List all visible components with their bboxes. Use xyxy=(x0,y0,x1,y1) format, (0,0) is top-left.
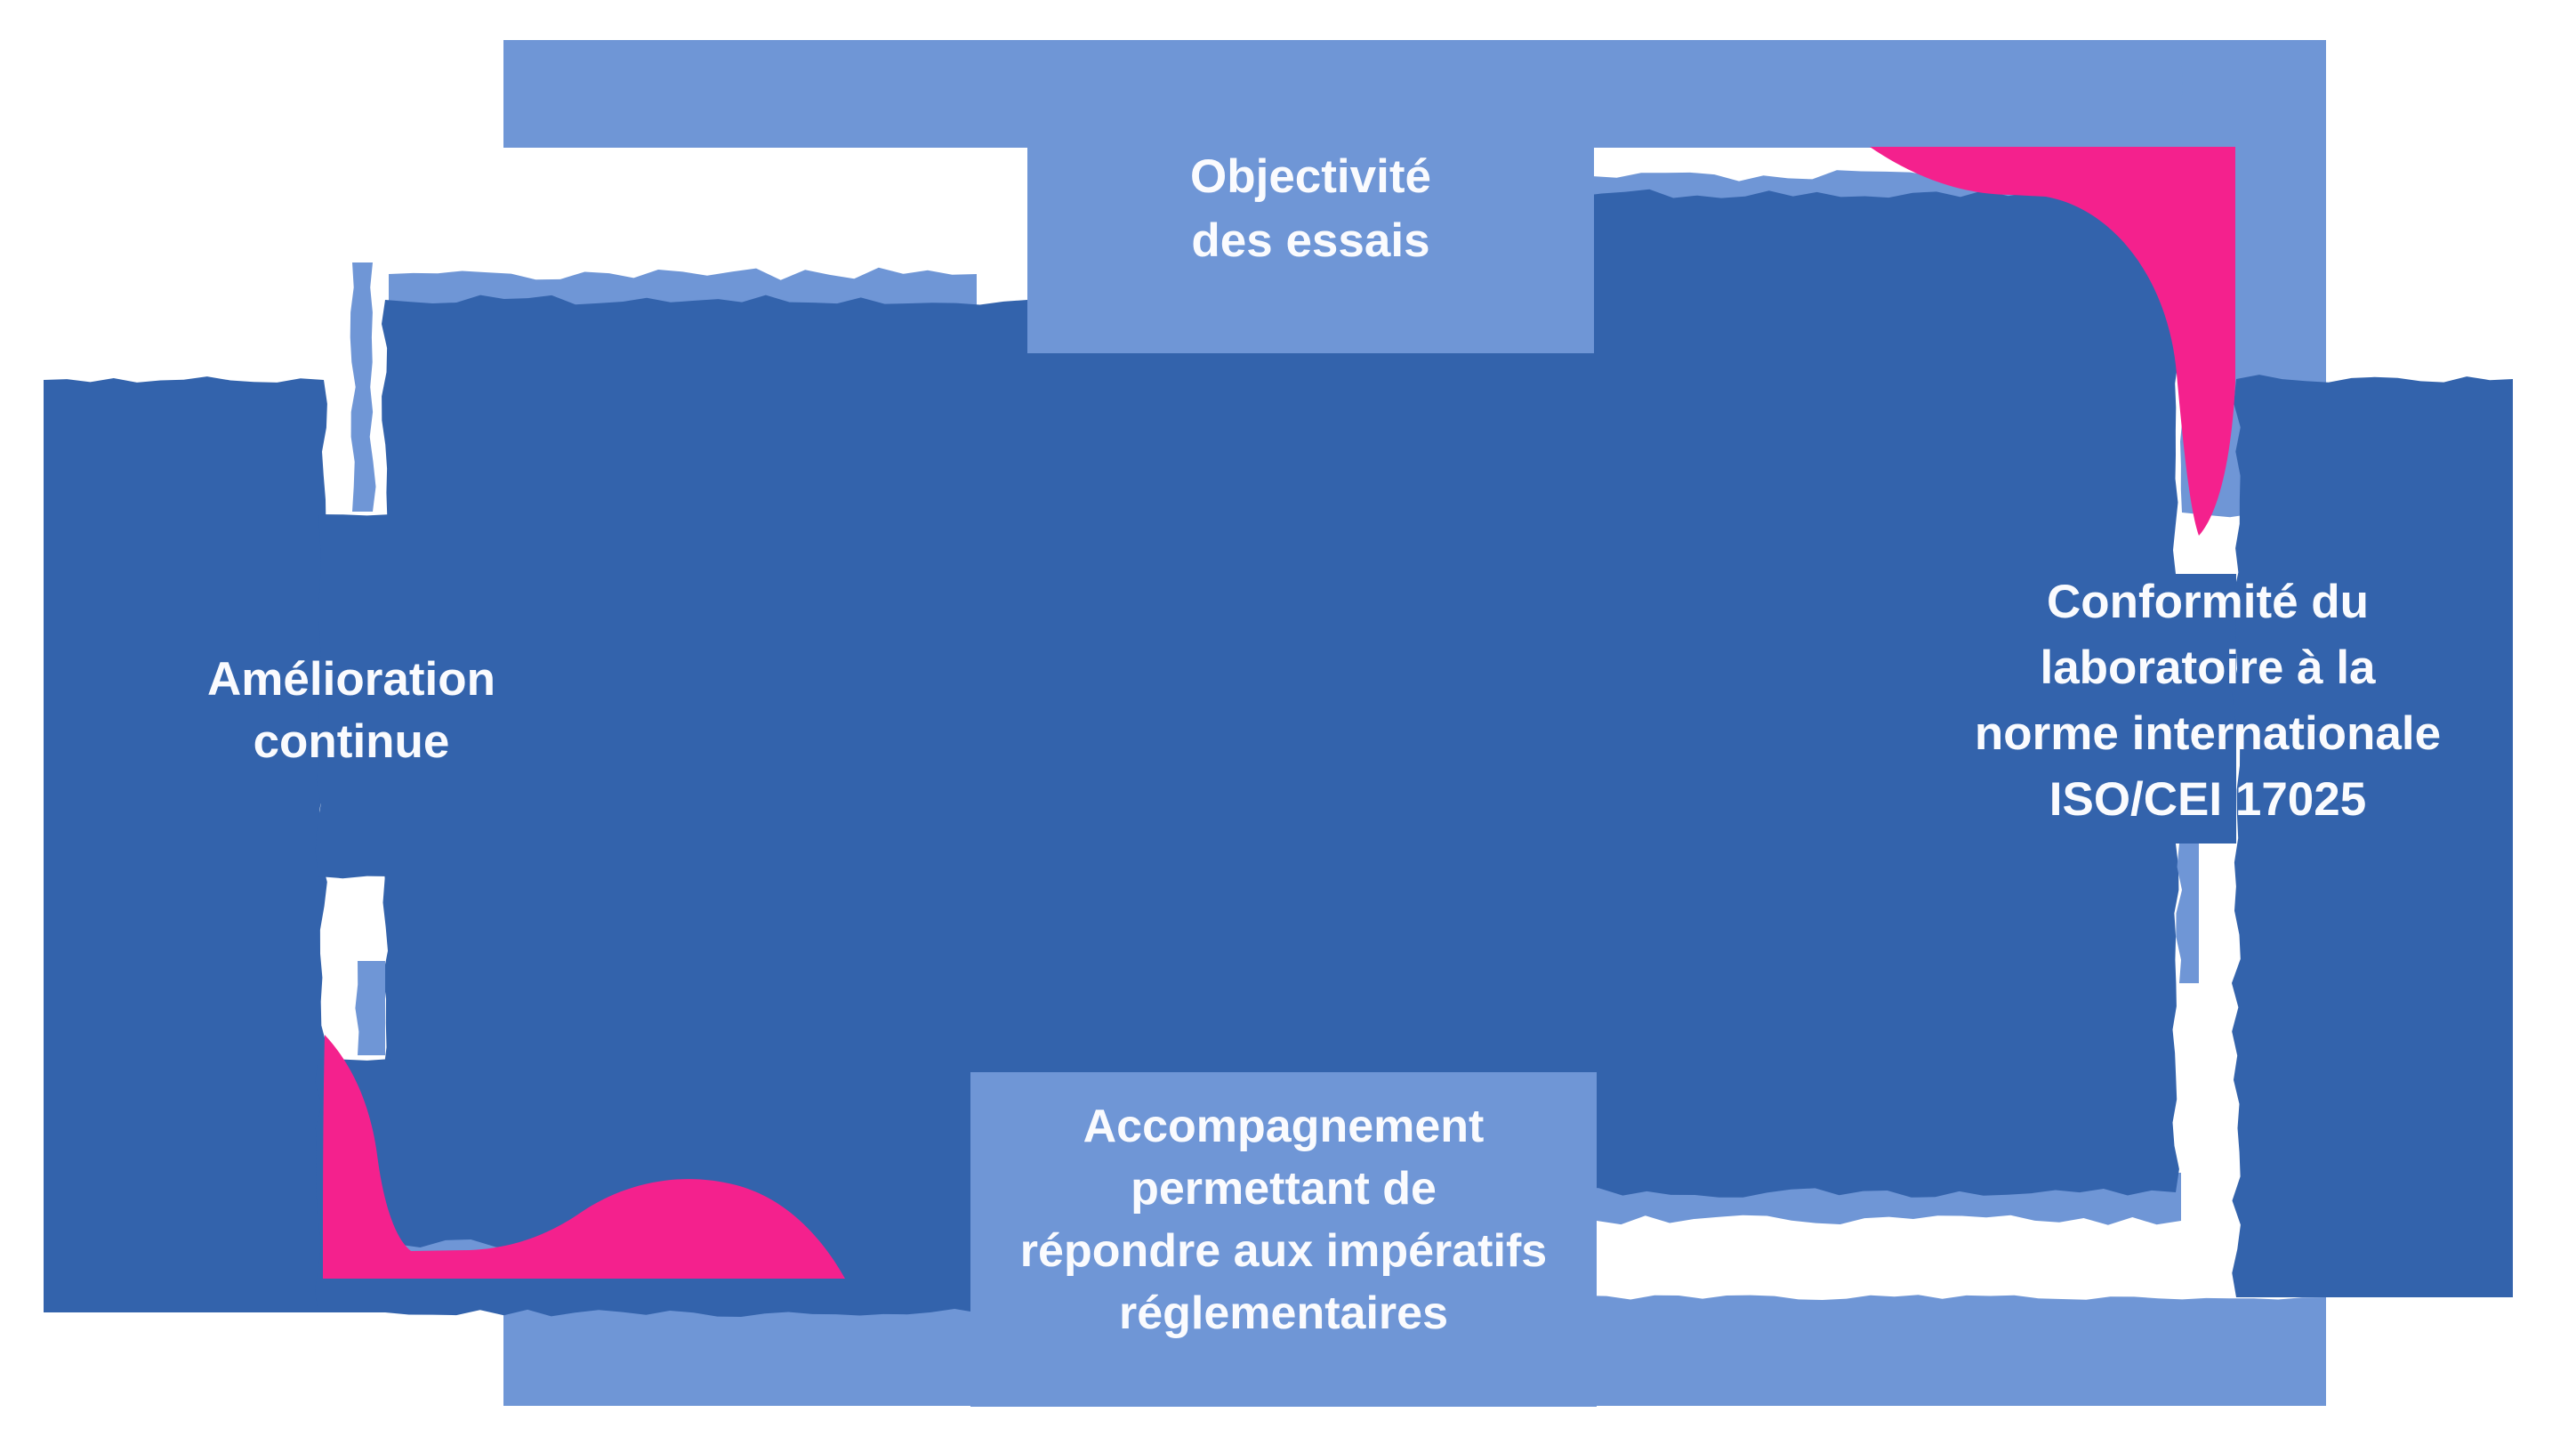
label-line: permettant de xyxy=(1131,1163,1437,1215)
label-left: Amélioration continue xyxy=(85,649,618,773)
label-line: Objectivité xyxy=(1190,150,1431,203)
label-line: norme internationale xyxy=(1974,707,2442,760)
label-line: des essais xyxy=(1191,214,1430,267)
right-panel xyxy=(2232,375,2513,1298)
label-line: Conformité du xyxy=(2046,576,2370,628)
torn-strip-left xyxy=(350,262,376,512)
label-box-top: Objectivité des essais xyxy=(1027,42,1594,353)
label-box-bottom: Accompagnement permettant de répondre au… xyxy=(970,1072,1597,1407)
torn-fragment-right xyxy=(2176,844,2199,983)
central-panel xyxy=(382,188,2236,1318)
label-line: laboratoire à la xyxy=(2040,642,2376,694)
label-line: Accompagnement xyxy=(1083,1101,1485,1152)
label-line: répondre aux impératifs xyxy=(1019,1225,1548,1277)
label-line: ISO/CEI 17025 xyxy=(2049,773,2367,826)
corner-accent-bottom-left xyxy=(323,1035,845,1279)
left-panel xyxy=(44,376,328,1313)
label-right: Conformité du laboratoire à la norme int… xyxy=(1896,569,2519,833)
label-line: Amélioration xyxy=(207,653,495,706)
label-line: continue xyxy=(253,715,450,768)
left-bridge-middle xyxy=(315,514,391,879)
corner-accent-top-right xyxy=(1870,147,2235,536)
torn-fragment-left-lower xyxy=(355,961,385,1055)
label-line: réglementaires xyxy=(1119,1288,1448,1339)
